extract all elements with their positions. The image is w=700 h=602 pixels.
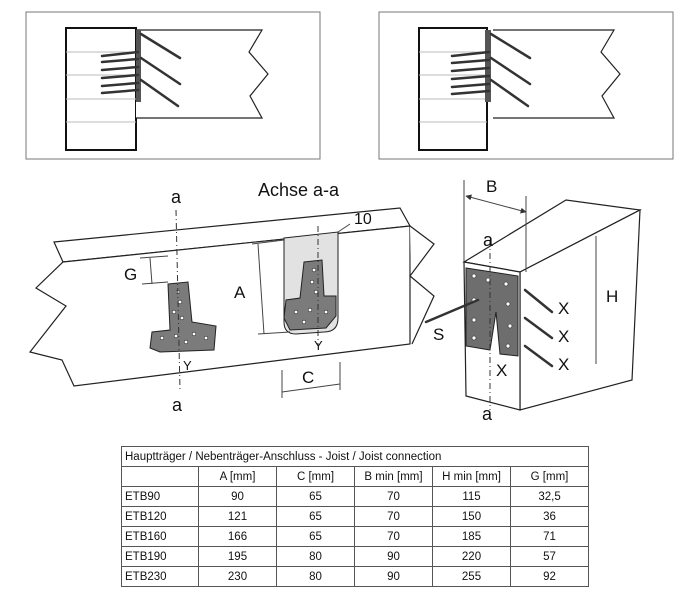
table-cell: 90 [198, 486, 277, 507]
table-cell: 32,5 [509, 486, 590, 507]
column-header: H min [mm] [432, 466, 511, 487]
main-beam [28, 207, 435, 398]
table-cell: 92 [509, 566, 590, 587]
table-row: ETB120 121 65 70 150 36 [121, 506, 590, 527]
table-row: ETB230 230 80 90 255 92 [121, 566, 590, 587]
dim-label-h: H [606, 287, 618, 306]
main-beam-section [65, 27, 137, 151]
detail-panel-right [378, 11, 674, 160]
table-cell: 90 [354, 546, 433, 567]
table-cell: 70 [354, 486, 433, 507]
axis-label-top-right: a [483, 230, 494, 250]
table-cell: 150 [432, 506, 511, 527]
table-cell: 115 [432, 486, 511, 507]
dim-label-a: A [234, 283, 246, 302]
column-header: A [mm] [198, 466, 277, 487]
dim-label-b: B [486, 177, 497, 196]
table-cell: 36 [509, 506, 590, 527]
table-cell: 65 [276, 486, 355, 507]
screw-label-s: S [433, 325, 444, 344]
table-row: ETB160 166 65 70 185 71 [121, 526, 590, 547]
column-header [121, 466, 199, 487]
axis-label-top-left: a [171, 187, 182, 207]
column-header: C [mm] [276, 466, 355, 487]
table-cell: 195 [198, 546, 277, 567]
axis-title: Achse a-a [258, 180, 340, 200]
column-header: B min [mm] [354, 466, 433, 487]
axis-label-bottom-right: a [482, 404, 493, 424]
table-caption: Hauptträger / Nebenträger-Anschluss - Jo… [120, 446, 590, 467]
table-cell: 70 [354, 506, 433, 527]
table-cell: ETB190 [121, 546, 199, 567]
plate-label-y-right: Y [314, 338, 323, 353]
table-cell: 185 [432, 526, 511, 547]
table-cell: 80 [276, 566, 355, 587]
joist-block [424, 180, 642, 411]
dimensions-table: Hauptträger / Nebenträger-Anschluss - Jo… [120, 446, 590, 587]
connector-plate [485, 30, 491, 102]
table-row: ETB90 90 65 70 115 32,5 [121, 486, 590, 507]
table-cell: ETB120 [121, 506, 199, 527]
table-cell: 65 [276, 506, 355, 527]
table-cell: 71 [509, 526, 590, 547]
screw-label-x-3: X [558, 355, 569, 374]
table-cell: 70 [354, 526, 433, 547]
table-cell: ETB90 [121, 486, 199, 507]
screw-label-x-4: X [496, 361, 507, 380]
table-cell: ETB160 [121, 526, 199, 547]
table-caption-row: Hauptträger / Nebenträger-Anschluss - Jo… [120, 446, 590, 467]
axis-line [175, 209, 181, 391]
table-cell: 65 [276, 526, 355, 547]
screw-label-x-2: X [558, 327, 569, 346]
table-cell: 121 [198, 506, 277, 527]
table-cell: 57 [509, 546, 590, 567]
column-header: G [mm] [509, 466, 590, 487]
connector-diagram: Achse a-a a a a a 10 A B C G H S X X X X… [25, 11, 674, 424]
table-header-row: A [mm] C [mm] B min [mm] H min [mm] G [m… [121, 466, 590, 487]
screw-label-x-1: X [558, 299, 569, 318]
table-cell: 230 [198, 566, 277, 587]
table-row: ETB190 195 80 90 220 57 [121, 546, 590, 567]
offset-label: 10 [354, 211, 372, 228]
dim-label-c: C [302, 368, 314, 387]
axis-label-bottom-left: a [172, 395, 183, 415]
table-cell: 220 [432, 546, 511, 567]
table-cell: 90 [354, 566, 433, 587]
secondary-beam [493, 29, 621, 119]
detail-panel-left [25, 11, 321, 160]
dim-label-g: G [124, 265, 137, 284]
table-cell: ETB230 [121, 566, 199, 587]
table-cell: 166 [198, 526, 277, 547]
connector-plate-end [465, 267, 519, 357]
table-cell: 80 [276, 546, 355, 567]
main-beam-section [418, 27, 488, 151]
table-cell: 255 [432, 566, 511, 587]
plate-label-y-left: Y [183, 358, 192, 373]
